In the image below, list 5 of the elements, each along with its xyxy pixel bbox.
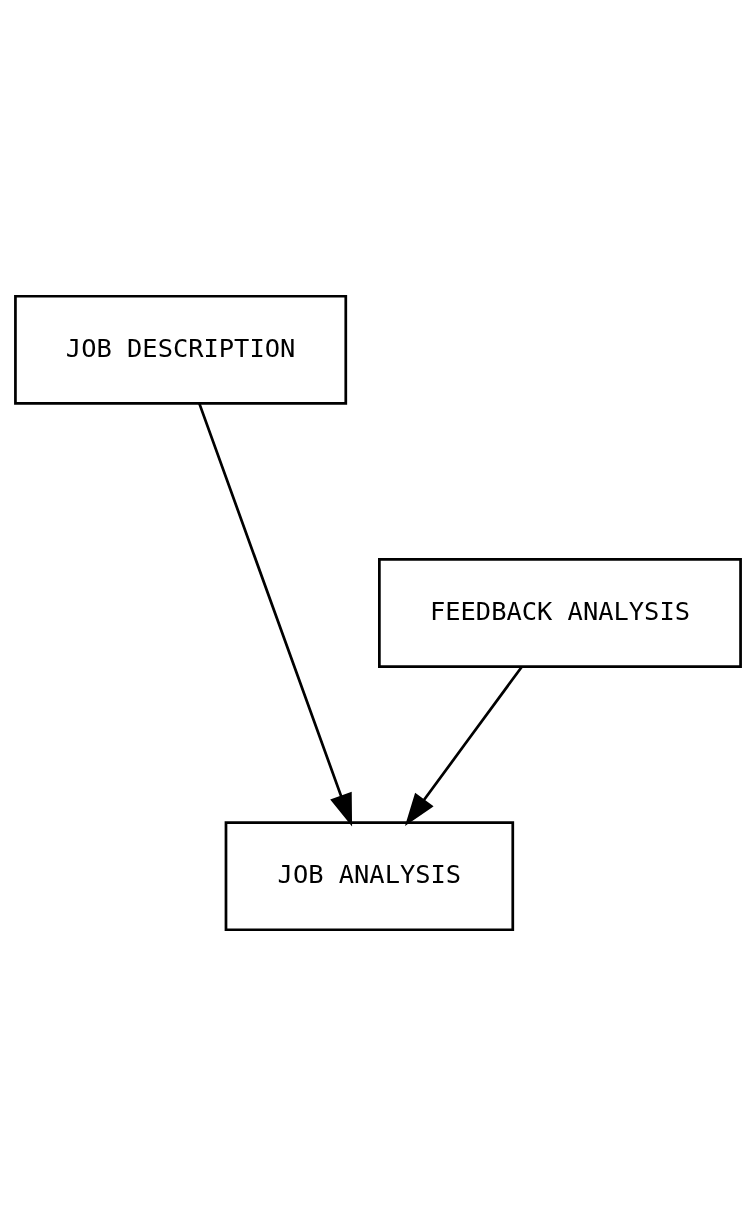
arrow [405,665,523,826]
arrow [198,403,353,827]
node-box: FEEDBACK ANALYSIS [378,558,742,668]
node-box: JOB DESCRIPTION [14,294,348,405]
node-box: JOB ANALYSIS [224,821,515,932]
